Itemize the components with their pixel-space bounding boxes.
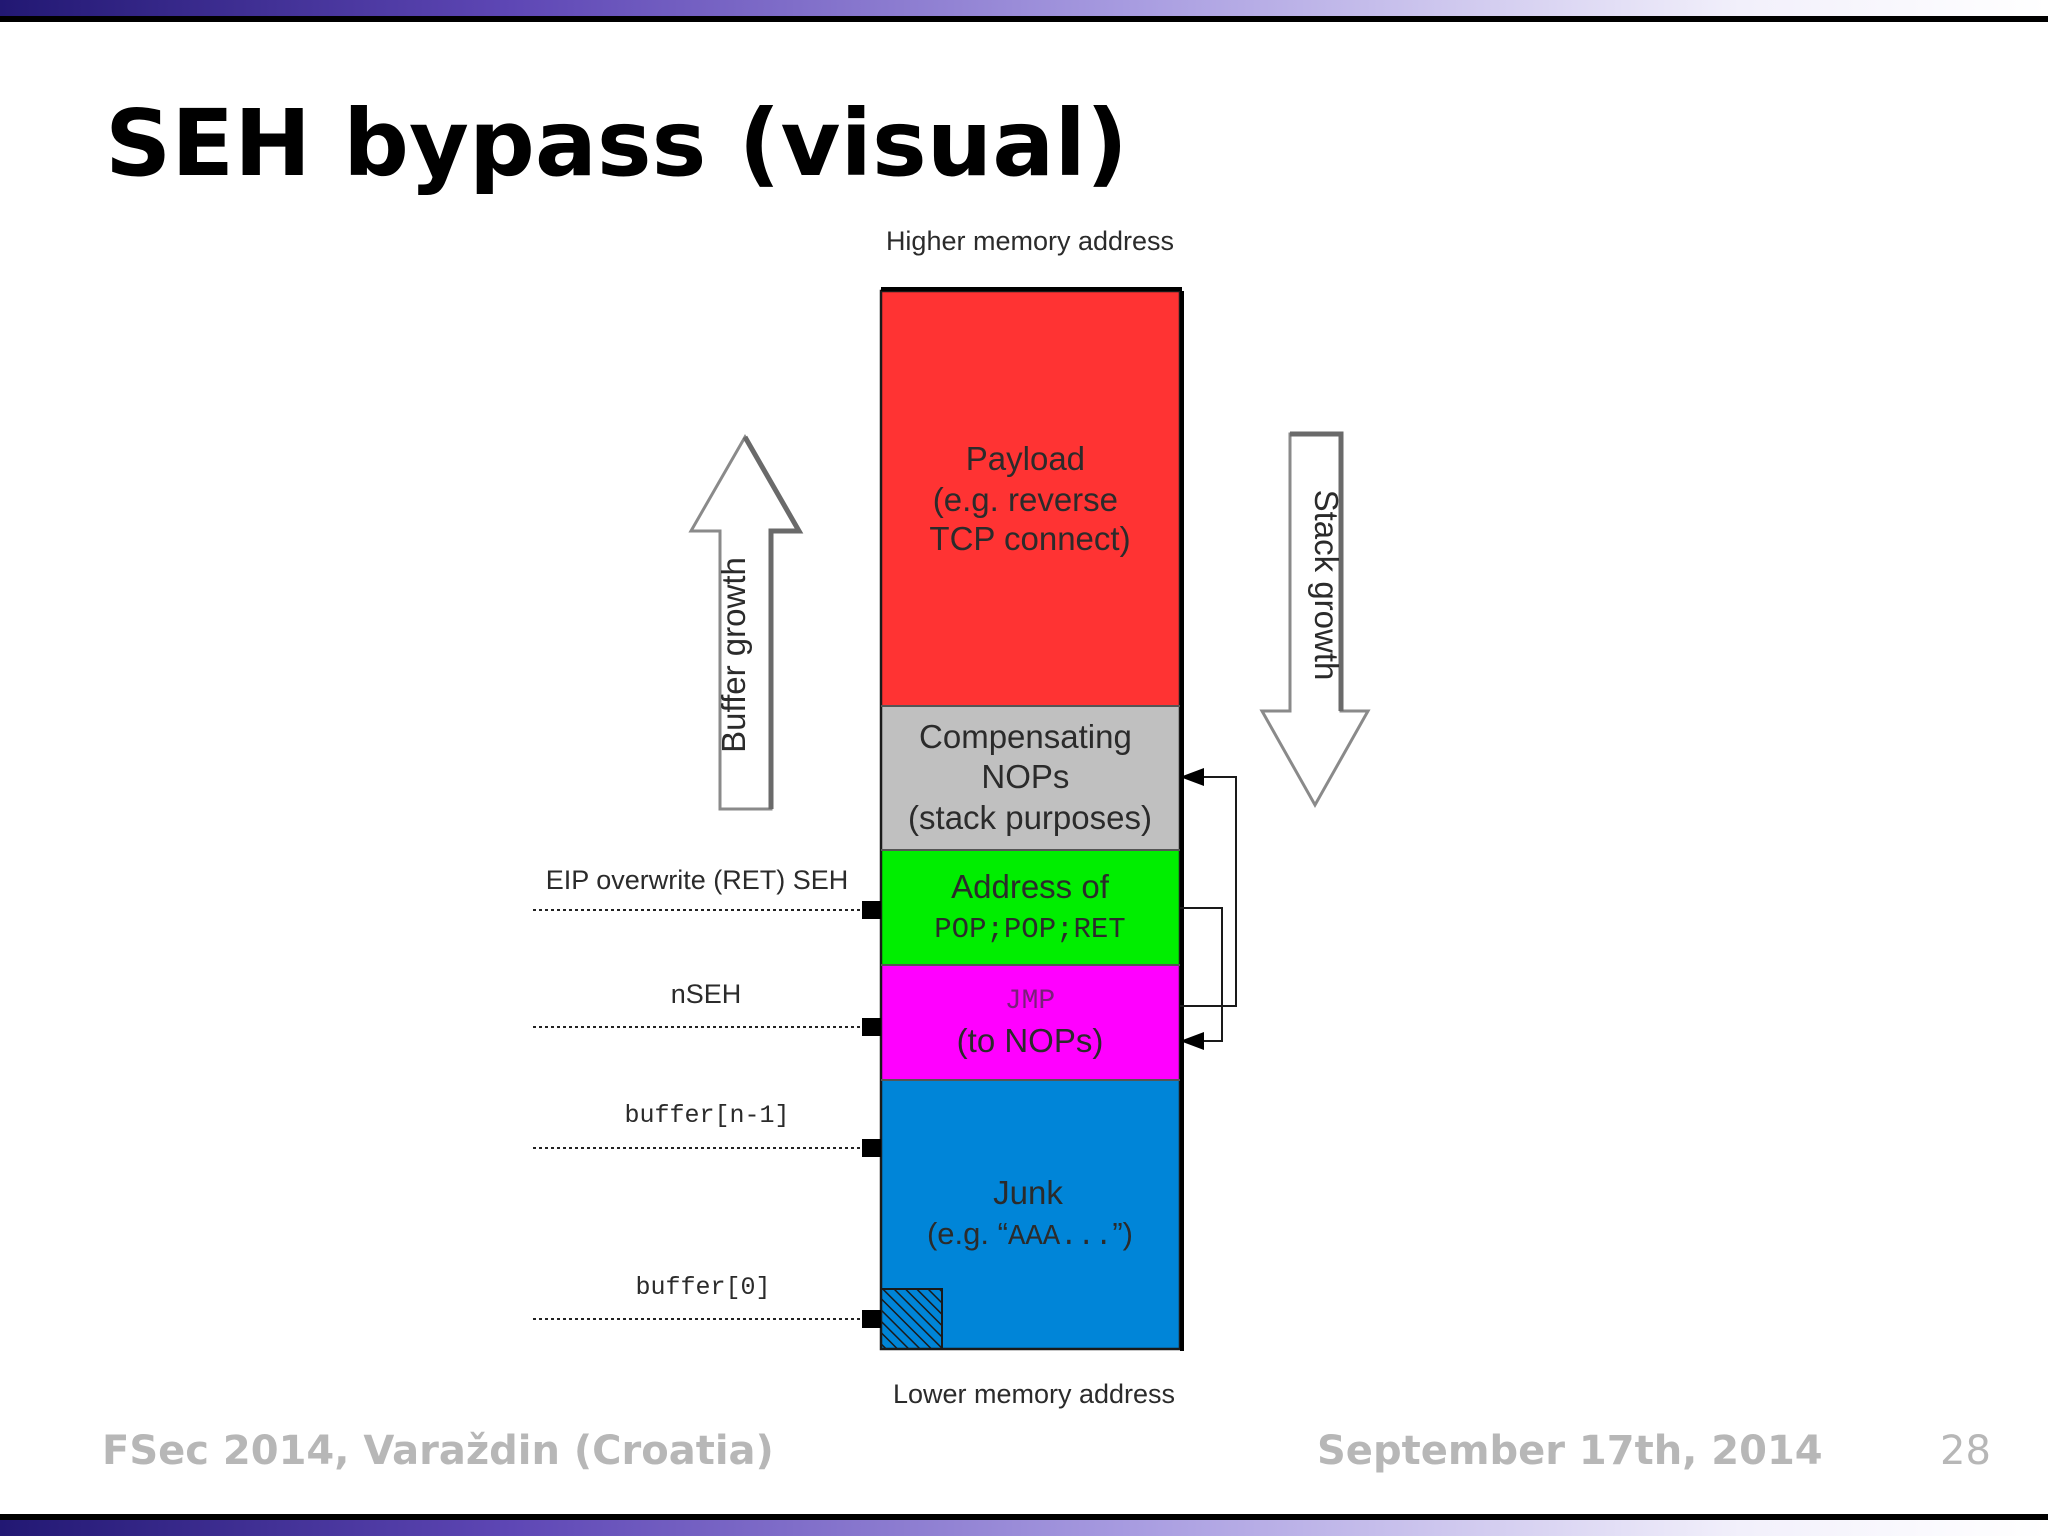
stack-growth-arrow: Stack growth: [1259, 431, 1371, 809]
bottom-gradient-bar: [0, 1514, 2048, 1536]
nseh-label: nSEH: [671, 979, 742, 1009]
buffer-n-minus-1-marker-tick: [862, 1139, 881, 1157]
jmp-block: [881, 965, 1180, 1080]
jump-connector: [1180, 768, 1237, 1050]
nseh-marker-tick: [862, 1018, 881, 1036]
buffer-zero-marker-tick: [862, 1310, 881, 1328]
address-block: [881, 850, 1180, 965]
nops-text: Compensating NOPs (stack purposes): [908, 718, 1152, 836]
buffer-zero-label: buffer[0]: [635, 1273, 770, 1302]
stack-growth-label: Stack growth: [1308, 490, 1345, 681]
eip-overwrite-label: EIP overwrite (RET) SEH: [546, 865, 849, 895]
higher-memory-label: Higher memory address: [886, 226, 1174, 256]
page-number: 28: [1940, 1428, 1991, 1474]
top-gradient-bar: [0, 0, 2048, 22]
slide-title: SEH bypass (visual): [105, 90, 1128, 197]
buffer-zero-hatch: [880, 1288, 943, 1350]
lower-memory-label: Lower memory address: [893, 1379, 1175, 1409]
junk-text: Junk: [993, 1174, 1063, 1211]
payload-block: [881, 291, 1180, 706]
address-text: Address of: [951, 868, 1110, 905]
buffer-growth-arrow: Buffer growth: [688, 433, 804, 811]
junk-example-text: (e.g. “AAA...”): [927, 1216, 1133, 1253]
nops-block: [881, 706, 1180, 850]
eip-marker-tick: [862, 901, 881, 919]
footer-date: September 17th, 2014: [1317, 1428, 1823, 1474]
footer-event: FSec 2014, Varaždin (Croatia): [102, 1428, 774, 1474]
payload-text: Payload (e.g. reverse TCP connect): [929, 440, 1130, 557]
buffer-n-minus-1-label: buffer[n-1]: [624, 1101, 789, 1130]
address-code-text: POP;POP;RET: [934, 913, 1125, 946]
buffer-growth-label: Buffer growth: [715, 557, 752, 753]
jmp-text: (to NOPs): [957, 1022, 1104, 1059]
jmp-code-text: JMP: [1005, 986, 1055, 1017]
